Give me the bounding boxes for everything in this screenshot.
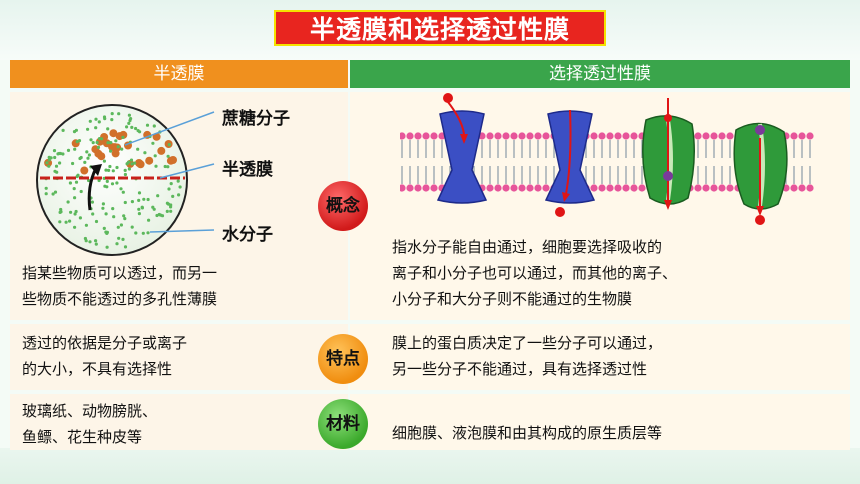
- header-semipermeable: 半透膜: [10, 60, 348, 88]
- header-selective: 选择透过性膜: [350, 60, 850, 88]
- concept-right-line-1: 指水分子能自由通过，细胞要选择吸收的: [392, 238, 663, 256]
- badge-concept: 概念: [318, 181, 368, 231]
- badge-feature: 特点: [318, 334, 368, 384]
- material-left-line-1: 玻璃纸、动物膀胱、: [22, 402, 158, 420]
- membrane-channels-diagram: [400, 93, 814, 225]
- protein-channel-1: [436, 110, 488, 204]
- concept-right-line-2: 离子和小分子也可以通过，而其他的离子、: [392, 264, 678, 282]
- label-membrane: 半透膜: [222, 160, 273, 180]
- material-right-line-1: 细胞膜、液泡膜和由其构成的原生质层等: [392, 424, 663, 442]
- badge-material: 材料: [318, 399, 368, 449]
- bottom-background: [0, 448, 860, 484]
- ion-2: [555, 207, 565, 217]
- label-sucrose: 蔗糖分子: [222, 109, 290, 129]
- ion-3: [755, 215, 765, 225]
- material-left-line-2: 鱼鳔、花生种皮等: [22, 428, 143, 446]
- page-title: 半透膜和选择透过性膜: [274, 10, 606, 46]
- semipermeable-diagram: [36, 104, 188, 256]
- concept-left-line-2: 些物质不能透过的多孔性薄膜: [22, 290, 218, 308]
- feature-left-line-1: 透过的依据是分子或离子: [22, 334, 188, 352]
- feature-right-line-1: 膜上的蛋白质决定了一些分子可以通过，: [392, 334, 663, 352]
- concept-right-line-3: 小分子和大分子则不能通过的生物膜: [392, 290, 633, 308]
- panel-right-feature: [350, 324, 850, 390]
- ion-1: [443, 93, 453, 103]
- feature-left-line-2: 的大小，不具有选择性: [22, 360, 173, 378]
- feature-right-line-2: 另一些分子不能通过，具有选择透过性: [392, 360, 648, 378]
- panel-left-feature: [10, 324, 348, 390]
- concept-left-line-1: 指某些物质可以透过，而另一: [22, 264, 218, 282]
- panel-right-material: [350, 394, 850, 450]
- label-water: 水分子: [222, 225, 273, 245]
- panel-left-material: [10, 394, 348, 450]
